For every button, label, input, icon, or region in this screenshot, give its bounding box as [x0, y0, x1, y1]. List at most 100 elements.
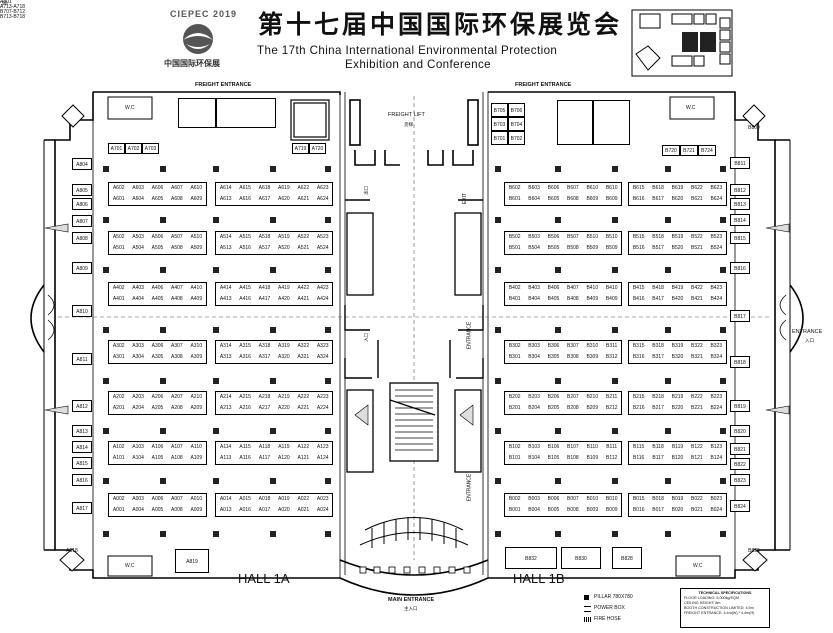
booth: B224 [710, 405, 723, 411]
booth: A809 [72, 262, 92, 274]
booth-group [215, 391, 334, 415]
booth: A701 [108, 143, 125, 154]
booth: B609 [586, 196, 599, 202]
booth: B024 [710, 507, 723, 513]
booth: B409 [586, 296, 599, 302]
booth: B210 [586, 394, 599, 400]
booth: B418 [652, 285, 664, 291]
booth: B720 [662, 145, 680, 156]
booth: B023 [710, 496, 723, 502]
booth: B623 [710, 185, 723, 191]
booth-group [628, 231, 727, 255]
booth-group [504, 441, 623, 465]
booth: B117 [652, 455, 664, 461]
booth: A421 [297, 296, 310, 302]
pillar-icon [103, 267, 109, 273]
booth-group [504, 182, 623, 206]
booth-group [628, 493, 727, 517]
mini-map [631, 9, 733, 77]
main-entrance-cn-label: 主入口 [404, 606, 418, 611]
booth: B001 [508, 507, 521, 513]
booth: A604 [132, 196, 144, 202]
pillar-icon [665, 166, 671, 172]
booth: A404 [132, 296, 144, 302]
booth: B721 [680, 145, 698, 156]
pillar-icon [612, 531, 618, 537]
booth: B110 [586, 444, 598, 450]
booth: A214 [219, 394, 232, 400]
booth: B312 [605, 354, 618, 360]
booth: B309 [586, 354, 599, 360]
booth: A506 [151, 234, 164, 240]
booth: A502 [112, 234, 125, 240]
booth-group [108, 493, 207, 517]
booth: B015 [632, 496, 645, 502]
booth: A006 [151, 496, 164, 502]
hall-1a-label: HALL 1A [238, 571, 290, 586]
booth: B818 [730, 356, 750, 368]
pillar-icon [555, 267, 561, 273]
pillar-icon [495, 217, 501, 223]
booth: B701 [491, 131, 508, 145]
booth: A209 [190, 405, 203, 411]
booth: A504 [132, 245, 144, 251]
booth: A320 [278, 354, 290, 360]
pillar-icon [495, 166, 501, 172]
pillar-icon [325, 531, 331, 537]
booth: A322 [297, 343, 310, 349]
booth: A819 [175, 549, 209, 573]
booth: A702 [125, 143, 142, 154]
booth: B417 [652, 296, 664, 302]
booth: A418 [258, 285, 271, 291]
entrance-right-label: ENTRANCE [792, 329, 823, 335]
pillar-icon [270, 378, 276, 384]
booth: A806 [72, 198, 92, 210]
booth: A007 [171, 496, 183, 502]
booth: B605 [547, 196, 560, 202]
booth: B016 [632, 507, 645, 513]
booth: A409 [190, 296, 203, 302]
freight-entrance-right-label: FREIGHT ENTRANCE [515, 82, 572, 88]
pillar-icon [325, 267, 331, 273]
booth: A221 [297, 405, 310, 411]
pillar-icon [612, 478, 618, 484]
entrance-low-label: ENTRANCE [466, 473, 473, 502]
booth: A309 [190, 354, 203, 360]
booth: B520 [671, 245, 684, 251]
booth: A602 [112, 185, 125, 191]
booth-group [628, 282, 727, 306]
booth: B315 [632, 343, 645, 349]
booth: A119 [278, 444, 290, 450]
fire-hose-icon [584, 617, 591, 622]
pillar-icon [270, 327, 276, 333]
booth: A621 [297, 196, 310, 202]
booth: A624 [316, 196, 329, 202]
pillar-icon [270, 428, 276, 434]
pillar-icon [160, 217, 166, 223]
booth: B304 [528, 354, 540, 360]
pillar-icon [213, 217, 219, 223]
booth: B222 [691, 394, 703, 400]
booth: B311 [606, 343, 618, 349]
booth: B615 [632, 185, 645, 191]
logo-brand: CIEPEC 2019 [170, 9, 238, 19]
booth: A022 [297, 496, 310, 502]
booth: A509 [190, 245, 203, 251]
booth: A213 [219, 405, 232, 411]
booth: A220 [278, 405, 290, 411]
booth-group [215, 493, 334, 517]
pillar-icon [160, 531, 166, 537]
booth: A313 [219, 354, 232, 360]
booth: B609 [605, 196, 618, 202]
booth: A617 [258, 196, 271, 202]
specs-line: FLOOR LOADING: 5,000kg/SQM [684, 596, 739, 600]
booth: B517 [652, 245, 664, 251]
booth: A201 [112, 405, 125, 411]
booth-group [504, 231, 623, 255]
booth: B419 [671, 285, 684, 291]
booth: A815 [72, 457, 92, 469]
pillar-icon [665, 267, 671, 273]
booth: A218 [258, 394, 271, 400]
booth: A117 [258, 455, 271, 461]
logo-cn-sub: 中国国际环保展 [164, 59, 220, 68]
